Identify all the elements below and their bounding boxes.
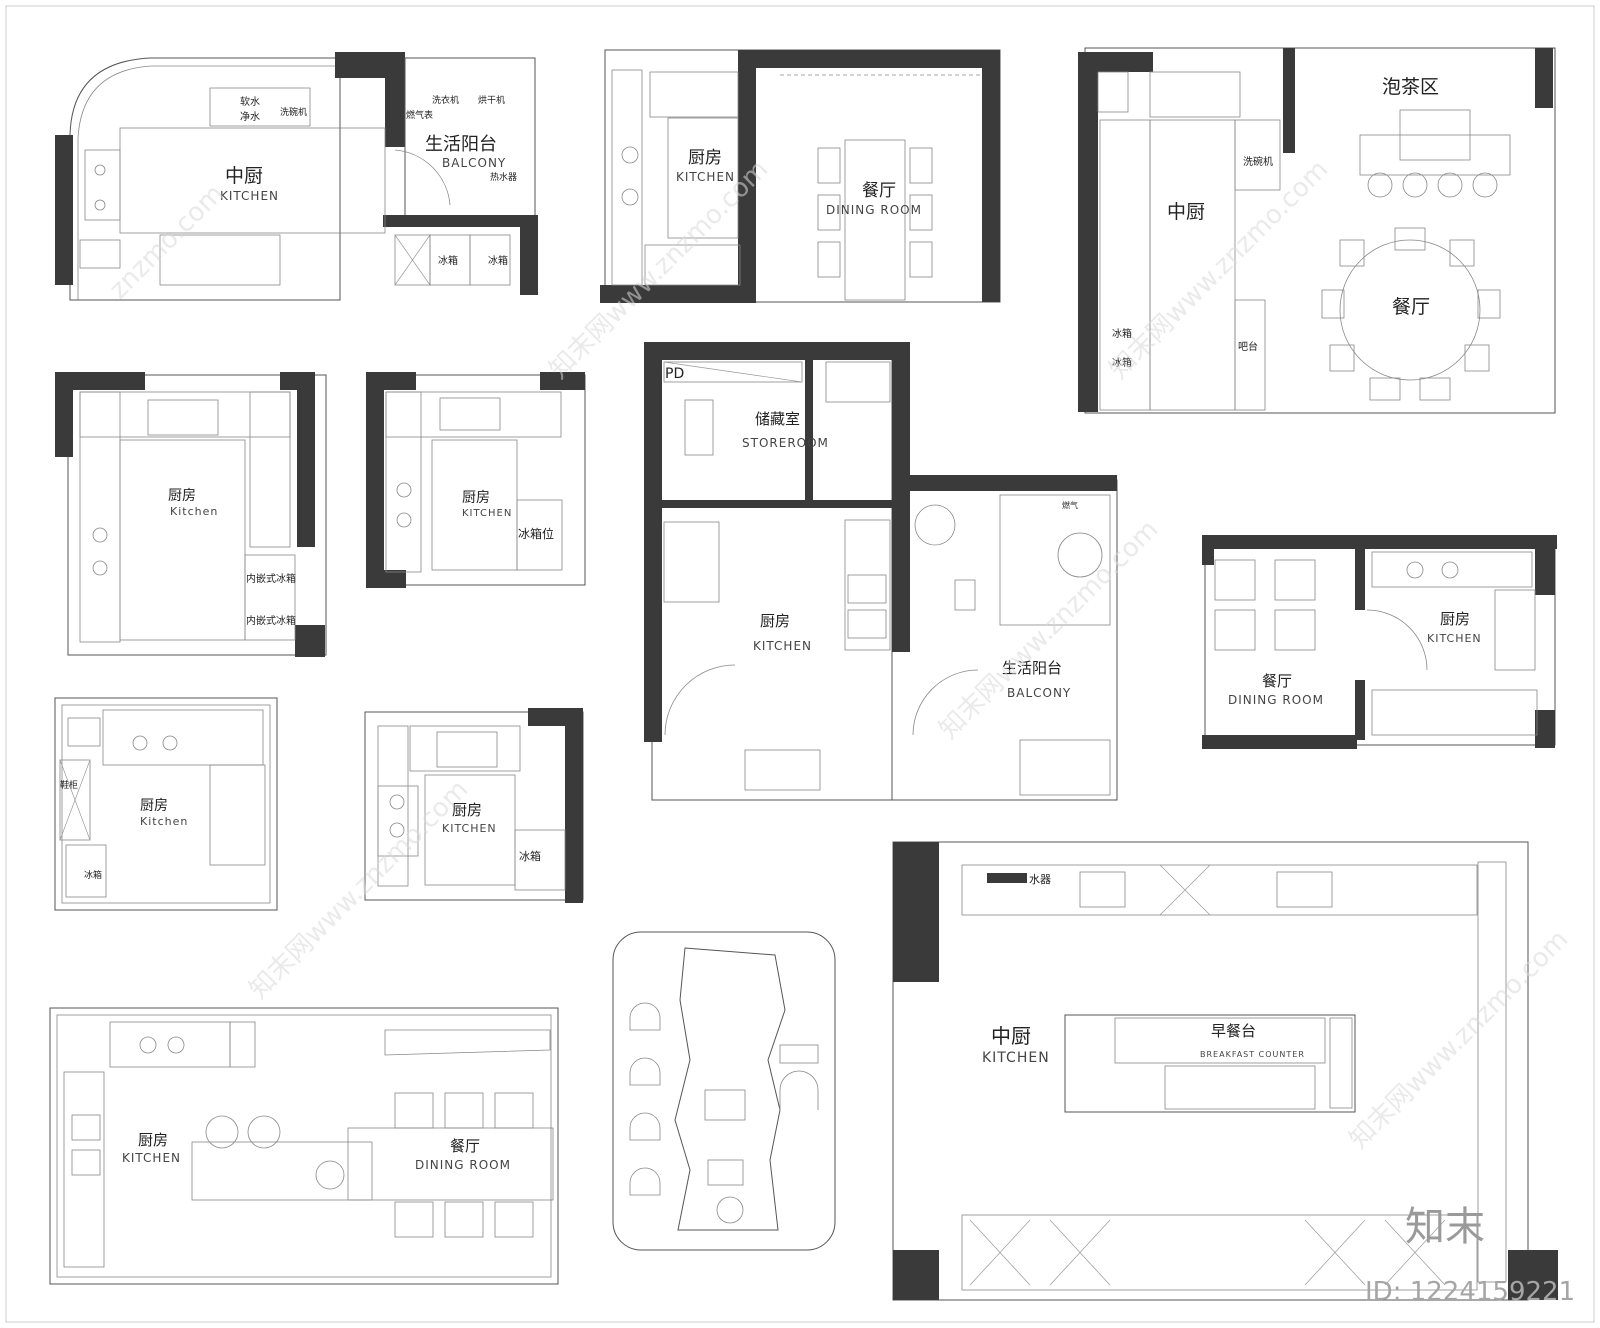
plan-11-kitchen-dining: 厨房 KITCHEN 餐厅 DINING ROOM [49, 1007, 559, 1285]
plan9-fridge: 冰箱 [519, 849, 541, 863]
plan3-fridge-b: 冰箱 [1112, 356, 1132, 369]
plan4-kitchen-en: Kitchen [170, 505, 218, 518]
plan-10-kitchen-breakfast: 中厨 KITCHEN 早餐台 BREAKFAST COUNTER 水器 [892, 841, 1558, 1301]
label-dishwasher: 洗碗机 [280, 106, 307, 118]
plan6-pd: PD [665, 366, 684, 382]
plan3-dining-cn: 餐厅 [1392, 296, 1430, 318]
plan6-balcony-en: BALCONY [1007, 686, 1071, 700]
plan3-bar: 吧台 [1238, 340, 1258, 353]
plan3-tea-cn: 泡茶区 [1382, 76, 1439, 98]
plan11-kitchen-en: KITCHEN [122, 1151, 181, 1165]
plan-4-kitchen: 厨房 Kitchen 内嵌式冰箱 内嵌式冰箱 [55, 372, 327, 657]
plan2-dining-en: DINING ROOM [826, 203, 922, 217]
plan9-kitchen-cn: 厨房 [452, 801, 482, 819]
plan2-dining-cn: 餐厅 [862, 181, 896, 201]
label-water-heater: 热水器 [490, 171, 517, 183]
image-id: ID: 1224159221 [1365, 1277, 1575, 1307]
plan10-counter-cn: 早餐台 [1211, 1022, 1256, 1040]
plan11-dining-en: DINING ROOM [415, 1158, 511, 1172]
plan8-kitchen-en: Kitchen [140, 815, 188, 828]
plan6-gas: 燃气 [1062, 500, 1078, 510]
plan5-kitchen-cn: 厨房 [462, 490, 490, 506]
plan-2-kitchen-dining: 厨房 KITCHEN 餐厅 DINING ROOM [600, 49, 1001, 303]
plan2-kitchen-cn: 厨房 [688, 148, 722, 168]
plan6-kitchen-cn: 厨房 [760, 612, 790, 630]
plan7-kitchen-cn: 厨房 [1440, 610, 1470, 628]
plan10-kitchen-en: KITCHEN [982, 1050, 1050, 1066]
plan10-water: 水器 [1029, 873, 1051, 886]
brand-logo: 知末 [1405, 1204, 1485, 1250]
plan8-fridge: 冰箱 [84, 869, 102, 881]
label-washer: 洗衣机 [432, 94, 459, 106]
label-soft-water: 软水 [240, 95, 260, 108]
plan2-kitchen-en: KITCHEN [676, 170, 735, 184]
plan1-title-cn: 中厨 [225, 165, 263, 187]
plan5-fridge: 冰箱位 [518, 526, 554, 541]
plan-8-kitchen: 厨房 Kitchen 鞋柜 冰箱 [54, 697, 278, 911]
plan11-kitchen-cn: 厨房 [138, 1131, 168, 1149]
plan1-balcony-cn: 生活阳台 [425, 134, 497, 155]
plan-5-kitchen: 厨房 KITCHEN 冰箱位 [366, 372, 586, 588]
plan7-kitchen-en: KITCHEN [1427, 632, 1482, 645]
plan-7-dining-kitchen: 餐厅 DINING ROOM 厨房 KITCHEN [1202, 535, 1557, 749]
plan-3-kitchen-tea-dining: 泡茶区 中厨 餐厅 洗碗机 冰箱 冰箱 吧台 [1078, 47, 1556, 414]
plan1-balcony-en: BALCONY [442, 156, 506, 170]
plan1-title-en: KITCHEN [220, 189, 279, 203]
island-detail [612, 931, 836, 1251]
plan-1-kitchen-balcony: 软水 净水 洗碗机 洗衣机 烘干机 燃气表 热水器 冰箱 冰箱 中厨 KITCH… [55, 52, 538, 301]
label-fridge-a: 冰箱 [438, 254, 458, 267]
plan6-store-cn: 储藏室 [755, 410, 800, 428]
plan7-dining-cn: 餐厅 [1262, 672, 1292, 690]
plan3-fridge-a: 冰箱 [1112, 327, 1132, 340]
plan3-kitchen-cn: 中厨 [1167, 201, 1205, 223]
plan3-dishwasher: 洗碗机 [1243, 155, 1273, 168]
label-fridge-b: 冰箱 [488, 254, 508, 267]
plan8-shoe: 鞋柜 [60, 779, 78, 791]
plan6-balcony-cn: 生活阳台 [1002, 659, 1062, 677]
plan8-kitchen-cn: 厨房 [140, 798, 168, 814]
label-gas-meter: 燃气表 [406, 109, 433, 121]
plan10-counter-en: BREAKFAST COUNTER [1200, 1050, 1305, 1059]
plan4-fridge-b: 内嵌式冰箱 [246, 614, 296, 627]
plan4-fridge-a: 内嵌式冰箱 [246, 572, 296, 585]
plan5-kitchen-en: KITCHEN [462, 508, 512, 519]
plan7-dining-en: DINING ROOM [1228, 693, 1324, 707]
plan6-kitchen-en: KITCHEN [753, 639, 812, 653]
plan11-dining-cn: 餐厅 [450, 1137, 480, 1155]
label-purified-water: 净水 [240, 110, 260, 123]
plan9-kitchen-en: KITCHEN [442, 822, 497, 835]
plan10-kitchen-cn: 中厨 [991, 1024, 1031, 1048]
label-dryer: 烘干机 [478, 94, 505, 106]
plan4-kitchen-cn: 厨房 [168, 488, 196, 504]
plan-9-kitchen: 厨房 KITCHEN 冰箱 [364, 708, 584, 903]
plan-6-storeroom-kitchen-balcony: PD 储藏室 STOREROOM 厨房 KITCHEN 生活阳台 BALCONY… [644, 342, 1118, 801]
plan6-store-en: STOREROOM [742, 436, 829, 450]
